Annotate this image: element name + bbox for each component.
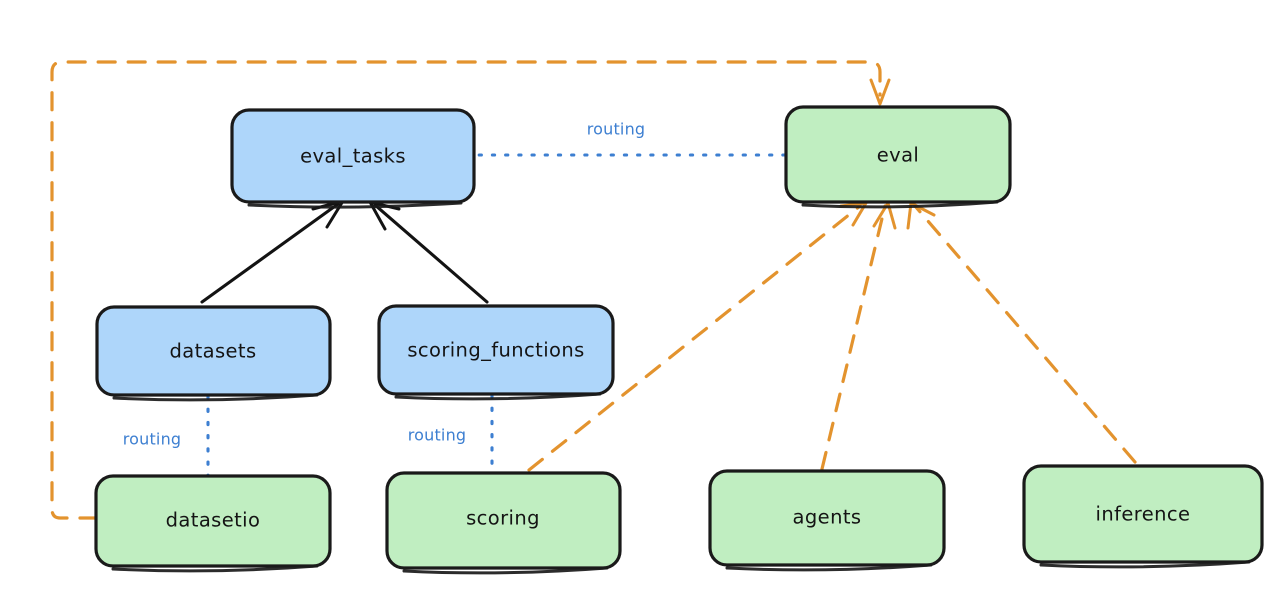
node-scoring-sketch-underline — [402, 566, 609, 575]
node-inference-sketch-underline — [1039, 560, 1251, 569]
node-datasetio-label: datasetio — [166, 509, 261, 532]
node-datasets-label: datasets — [169, 340, 256, 363]
node-inference-label: inference — [1096, 503, 1191, 526]
edge-path-datasetio-eval — [50, 60, 882, 520]
node-datasetio-sketch-underline — [111, 564, 319, 573]
edge-agents-to-eval — [820, 201, 897, 471]
node-eval-sketch-underline — [801, 200, 999, 209]
edge-label-routing-datasets-datasetio: routing — [123, 430, 182, 449]
node-datasetio[interactable]: datasetio — [94, 474, 332, 573]
node-datasetio-box[interactable] — [94, 474, 332, 568]
edge-datasets-to-eval_tasks — [200, 199, 345, 304]
node-datasets-sketch-underline — [112, 393, 319, 402]
node-eval_tasks-sketch-underline — [247, 201, 463, 209]
node-scoring_functions[interactable]: scoring_functions — [377, 304, 615, 401]
node-scoring_functions-label: scoring_functions — [407, 339, 584, 362]
node-scoring[interactable]: scoring — [385, 471, 622, 575]
node-eval_tasks-box[interactable] — [230, 108, 476, 204]
edge-label-layer: routing routing routing — [123, 120, 646, 449]
node-datasets[interactable]: datasets — [95, 305, 332, 402]
edge-path-datasets-eval_tasks — [200, 202, 340, 304]
edge-scoring_functions-to-eval_tasks — [368, 200, 489, 304]
edge-path-scoring-eval — [527, 204, 862, 472]
edge-label-routing-scoring_functions-scoring: routing — [408, 426, 467, 445]
node-eval-label: eval — [877, 144, 920, 167]
node-scoring-label: scoring — [466, 507, 540, 530]
edge-datasetio-to-eval — [50, 60, 891, 520]
node-layer: eval_tasks eval datasets scoring_functio… — [94, 105, 1264, 575]
node-inference-box[interactable] — [1022, 464, 1264, 564]
edge-path-scoring_functions-eval_tasks — [373, 203, 489, 304]
node-agents-box[interactable] — [708, 469, 946, 567]
edge-path-agents-eval — [820, 204, 887, 471]
node-eval-box[interactable] — [784, 105, 1012, 204]
edge-label-routing-eval_tasks-eval: routing — [587, 120, 646, 139]
node-datasets-box[interactable] — [95, 305, 332, 397]
node-scoring_functions-box[interactable] — [377, 304, 615, 396]
arrow-head-datasetio-eval — [869, 78, 891, 106]
edge-path-inference-eval — [913, 204, 1137, 464]
node-eval[interactable]: eval — [784, 105, 1012, 209]
edge-inference-to-eval — [906, 201, 1137, 464]
node-eval_tasks[interactable]: eval_tasks — [230, 108, 476, 209]
node-agents[interactable]: agents — [708, 469, 946, 572]
node-agents-label: agents — [793, 506, 862, 529]
node-inference[interactable]: inference — [1022, 464, 1264, 569]
node-scoring_functions-sketch-underline — [394, 392, 602, 401]
node-eval_tasks-label: eval_tasks — [300, 145, 406, 168]
node-scoring-box[interactable] — [385, 471, 622, 570]
node-agents-sketch-underline — [725, 563, 933, 572]
